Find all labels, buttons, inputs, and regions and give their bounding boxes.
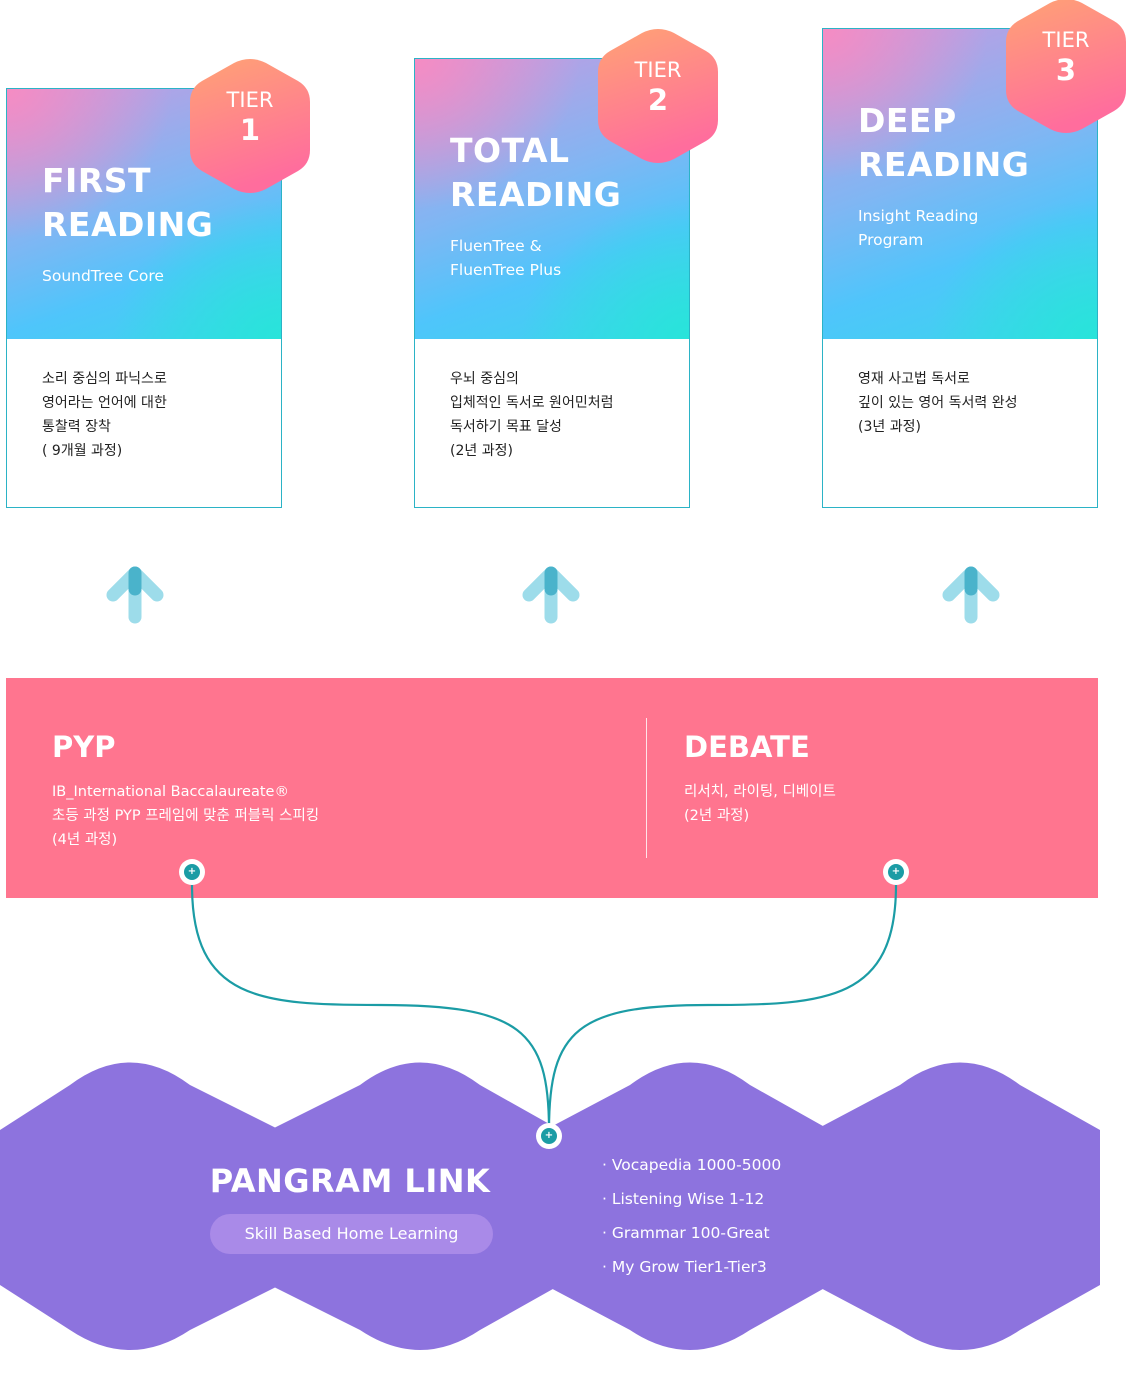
tier-label: TIER (226, 88, 274, 112)
list-item: · Grammar 100-Great (602, 1224, 770, 1242)
tier-card-3: DEEP READING Insight Reading Program 영재 … (822, 28, 1098, 508)
tier-label: TIER (1042, 28, 1090, 52)
card-desc-line: ( 9개월 과정) (42, 443, 123, 459)
tier-label: TIER (634, 58, 682, 82)
hexagon-badge-icon (1006, 0, 1126, 133)
pyp-desc-line: IB_International Baccalaureate® (52, 784, 289, 800)
pangram-hexagon-band (0, 1062, 1100, 1350)
debate-description: 리서치, 라이팅, 디베이트 (2년 과정) (684, 780, 836, 828)
tier-number: 3 (1055, 53, 1077, 87)
pangram-program-list: · Vocapedia 1000-5000 · Listening Wise 1… (602, 1148, 781, 1284)
tier-badge-3: TIER 3 (1006, 0, 1127, 134)
card-desc-line: 영재 사고법 독서로 (858, 371, 970, 387)
tier-card-3-body: 영재 사고법 독서로 깊이 있는 영어 독서력 완성 (3년 과정) (823, 339, 1097, 509)
card-desc-line: 입체적인 독서로 원어민처럼 (450, 395, 614, 411)
card-desc-line: (3년 과정) (858, 419, 921, 435)
tier-number: 2 (647, 83, 669, 117)
debate-title: DEBATE (684, 730, 810, 764)
card-desc-line: 독서하기 목표 달성 (450, 419, 562, 435)
card-desc-line: (2년 과정) (450, 443, 513, 459)
debate-connector-node[interactable]: + (883, 859, 909, 885)
up-arrow-icon (941, 565, 1001, 625)
card-desc-line: 소리 중심의 파닉스로 (42, 371, 167, 387)
tier-number: 1 (239, 113, 261, 147)
card-title-line2: READING (450, 175, 622, 214)
divider (646, 718, 647, 858)
pangram-subtitle-pill: Skill Based Home Learning (210, 1214, 493, 1254)
debate-desc-line: (2년 과정) (684, 808, 750, 824)
card-subtitle: FluenTree & (450, 237, 542, 255)
up-arrow-icon (521, 565, 581, 625)
tier-card-1-body: 소리 중심의 파닉스로 영어라는 언어에 대한 통찰력 장착 ( 9개월 과정) (7, 339, 281, 509)
card-subtitle: Program (858, 231, 924, 249)
card-desc-line: 영어라는 언어에 대한 (42, 395, 167, 411)
card-title-line2: READING (858, 145, 1030, 184)
pyp-desc-line: 초등 과정 PYP 프레임에 맞춘 퍼블릭 스피킹 (52, 808, 320, 824)
hexagon-badge-icon (190, 59, 310, 193)
card-title-line2: READING (42, 205, 214, 244)
card-title-line1: TOTAL (450, 131, 570, 170)
up-arrow-icon (105, 565, 165, 625)
pangram-title: PANGRAM LINK (209, 1162, 491, 1200)
tier-badge-1: TIER 1 (190, 58, 314, 194)
list-item: · Listening Wise 1-12 (602, 1190, 765, 1208)
card-desc-line: 깊이 있는 영어 독서력 완성 (858, 395, 1018, 411)
pyp-desc-line: (4년 과정) (52, 832, 118, 848)
card-subtitle: Insight Reading (858, 207, 979, 225)
card-subtitle: FluenTree Plus (450, 261, 562, 279)
list-item: · My Grow Tier1-Tier3 (602, 1258, 767, 1276)
card-subtitle: SoundTree Core (42, 267, 164, 285)
card-title-line1: FIRST (42, 161, 152, 200)
pyp-connector-node[interactable]: + (179, 859, 205, 885)
tier-badge-2: TIER 2 (598, 28, 722, 164)
pyp-debate-band: PYP IB_International Baccalaureate® 초등 과… (6, 678, 1098, 898)
debate-desc-line: 리서치, 라이팅, 디베이트 (684, 784, 836, 800)
pyp-description: IB_International Baccalaureate® 초등 과정 PY… (52, 780, 319, 852)
card-title-line1: DEEP (858, 101, 957, 140)
card-desc-line: 우뇌 중심의 (450, 371, 519, 387)
list-item: · Vocapedia 1000-5000 (602, 1156, 782, 1174)
hexagon-badge-icon (598, 29, 718, 163)
card-desc-line: 통찰력 장착 (42, 419, 111, 435)
pangram-connector-node[interactable]: + (536, 1123, 562, 1149)
tier-card-2: TOTAL READING FluenTree & FluenTree Plus… (414, 58, 690, 508)
tier-card-2-body: 우뇌 중심의 입체적인 독서로 원어민처럼 독서하기 목표 달성 (2년 과정) (415, 339, 689, 509)
pyp-title: PYP (52, 730, 116, 764)
